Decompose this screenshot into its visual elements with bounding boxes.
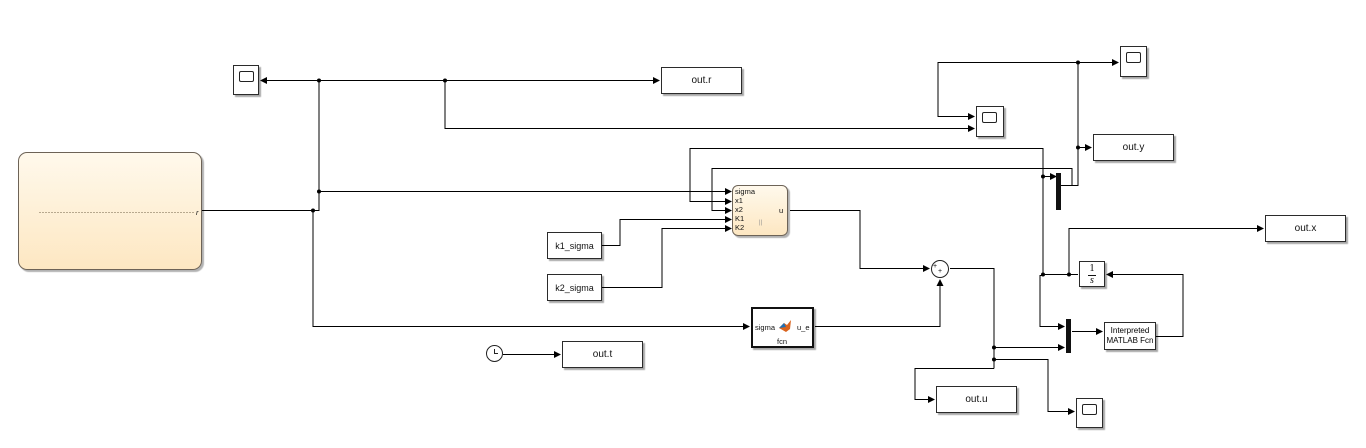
scope-icon [982, 112, 997, 123]
integrator-numerator: 1 [1089, 263, 1095, 274]
mux-lower[interactable] [1066, 319, 1071, 353]
signal-x2-fb [711, 168, 1073, 214]
signal-k2 [602, 225, 732, 288]
scope-icon [1126, 52, 1141, 63]
sum-sign-bottom: + [938, 268, 943, 275]
scope-r[interactable] [233, 65, 259, 95]
junction-dots [311, 60, 1080, 362]
fcn-port-sigma: sigma [755, 323, 776, 332]
signal-u [790, 210, 930, 272]
to-workspace-r[interactable]: out.r [661, 67, 742, 94]
signal-r-link [313, 191, 320, 211]
signal-outx [1068, 225, 1264, 275]
to-workspace-x[interactable]: out.x [1265, 215, 1346, 242]
port-k2: K2 [735, 223, 745, 232]
clock-icon [494, 349, 498, 354]
signal-x-bus [1042, 173, 1057, 276]
to-workspace-y[interactable]: out.y [1093, 134, 1174, 161]
signal-scope-u [994, 359, 1075, 415]
signal-sigma-fcn [312, 210, 750, 330]
interpreted-line1: Interpreted [1110, 326, 1150, 335]
scope-compare[interactable] [976, 106, 1004, 137]
port-x2: x2 [735, 205, 743, 214]
mux-upper[interactable] [1056, 173, 1061, 210]
matlab-function-block[interactable]: sigma u_e fcn [751, 307, 814, 348]
port-x1: x1 [735, 196, 743, 205]
sum-sign-top: + [933, 263, 938, 270]
signal-y-scope2 [937, 62, 1078, 120]
to-workspace-t[interactable]: out.t [562, 341, 643, 368]
signal-sum-out [950, 268, 995, 369]
signal-k1 [602, 216, 732, 246]
signal-outu [914, 368, 994, 403]
signal-x1 [689, 148, 1044, 205]
constant-k2-sigma[interactable]: k2_sigma [547, 274, 602, 301]
scope-y[interactable] [1120, 46, 1147, 77]
integrator-block[interactable]: 1 s [1079, 261, 1105, 287]
scope-u[interactable] [1076, 398, 1103, 428]
signal-r-scope2 [444, 80, 975, 132]
subsystem-preview [39, 212, 194, 213]
interpreted-matlab-fcn[interactable]: Interpreted MATLAB Fcn [1104, 322, 1156, 350]
controller-glyph: || [759, 220, 763, 226]
fcn-name: fcn [777, 337, 788, 346]
signal-interp-fb [1106, 271, 1184, 337]
signal-x-to-mux [1039, 275, 1065, 330]
matlab-logo-icon [779, 320, 791, 332]
reference-subsystem[interactable]: r [18, 152, 202, 270]
signal-y [1060, 59, 1119, 186]
controller-subsystem[interactable]: sigma x1 x2 K1 K2 u || [732, 185, 788, 236]
to-workspace-u[interactable]: out.u [936, 386, 1017, 413]
integrator-denominator: s [1090, 275, 1094, 286]
sum-block[interactable]: + + [931, 260, 949, 278]
fcn-port-ue: u_e [797, 323, 810, 332]
interpreted-line2: MATLAB Fcn [1106, 336, 1154, 345]
integrator-fraction-bar [1088, 274, 1096, 276]
scope-icon [239, 71, 254, 82]
signal-ue [815, 279, 944, 327]
port-k1: K1 [735, 214, 745, 223]
constant-k1-sigma[interactable]: k1_sigma [547, 232, 602, 259]
subsystem-port-label: r [196, 208, 199, 217]
clock-block[interactable] [486, 345, 503, 362]
port-u: u [779, 206, 784, 215]
scope-icon [1082, 404, 1097, 415]
port-sigma: sigma [735, 187, 756, 196]
